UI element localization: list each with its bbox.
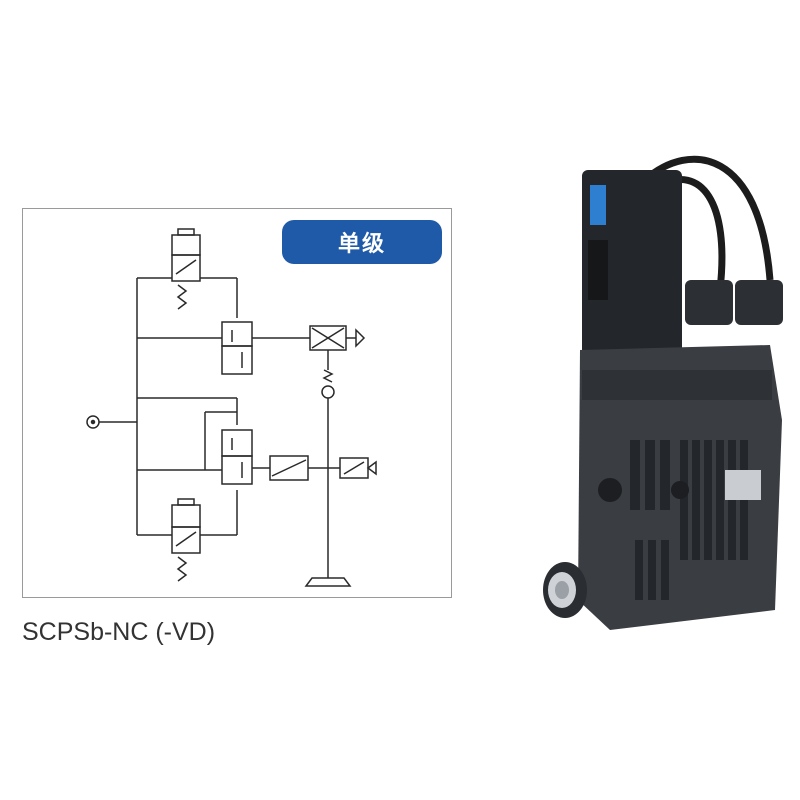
vacuum-ejector-product	[543, 155, 783, 630]
model-caption: SCPSb-NC (-VD)	[22, 618, 216, 646]
single-stage-badge: 单级	[282, 220, 442, 264]
